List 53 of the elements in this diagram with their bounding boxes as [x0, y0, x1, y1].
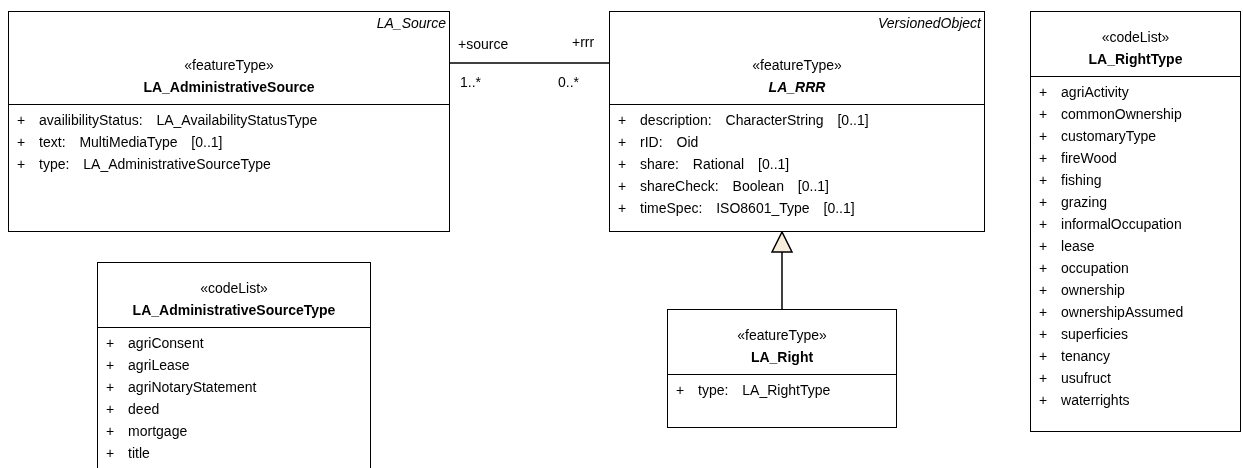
generalization-arrow — [771, 231, 793, 310]
attribute: + informalOccupation — [1039, 215, 1183, 234]
attribute: + grazing — [1039, 193, 1108, 212]
attribute: + superficies — [1039, 325, 1129, 344]
class-name: LA_AdministrativeSourceType — [132, 301, 336, 320]
class-name: LA_RightType — [1088, 50, 1183, 69]
class-name: LA_Right — [750, 348, 814, 367]
attribute: + lease — [1039, 237, 1096, 256]
attribute: + shareCheck: Boolean [0..1] — [618, 177, 830, 196]
class-box — [8, 11, 450, 232]
attribute: + agriConsent — [106, 334, 205, 353]
attribute: + share: Rational [0..1] — [618, 155, 791, 174]
class-box — [667, 309, 897, 428]
attribute: + timeSpec: ISO8601_Type [0..1] — [618, 199, 856, 218]
attribute: + fireWood — [1039, 149, 1118, 168]
attribute: + type: LA_RightType — [676, 381, 832, 400]
role-name: +source — [458, 36, 509, 52]
class-box — [609, 11, 985, 232]
attribute: + occupation — [1039, 259, 1130, 278]
attribute: + text: MultiMediaType [0..1] — [17, 133, 224, 152]
class-box — [97, 262, 371, 468]
attribute: + title — [106, 444, 151, 463]
multiplicity: 0..* — [558, 74, 579, 90]
attribute: + ownership — [1039, 281, 1126, 300]
attribute: + rID: Oid — [618, 133, 700, 152]
attribute: + agriNotaryStatement — [106, 378, 258, 397]
stereotype: «featureType» — [752, 56, 842, 75]
attribute: + mortgage — [106, 422, 189, 441]
multiplicity: 1..* — [460, 74, 481, 90]
attribute: + availibilityStatus: LA_AvailabilityStatusType — [17, 111, 319, 130]
class-name: LA_RRR — [768, 78, 826, 97]
attribute: + waterrights — [1039, 391, 1131, 410]
role-name: +rrr — [572, 34, 595, 50]
attribute: + customaryType — [1039, 127, 1157, 146]
association-line — [449, 62, 610, 64]
stereotype: «featureType» — [184, 56, 274, 75]
attribute: + ownershipAssumed — [1039, 303, 1185, 322]
attribute: + tenancy — [1039, 347, 1112, 366]
parent-class-name: LA_Source — [376, 15, 446, 31]
attribute: + commonOwnership — [1039, 105, 1183, 124]
attribute: + type: LA_AdministrativeSourceType — [17, 155, 272, 174]
attribute: + deed — [106, 400, 161, 419]
class-name: LA_AdministrativeSource — [143, 78, 315, 97]
attribute: + usufruct — [1039, 369, 1112, 388]
parent-class-name: VersionedObject — [878, 15, 981, 31]
attribute: + description: CharacterString [0..1] — [618, 111, 870, 130]
stereotype: «codeList» — [1101, 28, 1170, 47]
attribute: + agriActivity — [1039, 83, 1130, 102]
stereotype: «codeList» — [200, 279, 268, 298]
attribute: + agriLease — [106, 356, 191, 375]
attribute: + fishing — [1039, 171, 1103, 190]
stereotype: «featureType» — [737, 326, 827, 345]
class-box — [1030, 11, 1241, 432]
